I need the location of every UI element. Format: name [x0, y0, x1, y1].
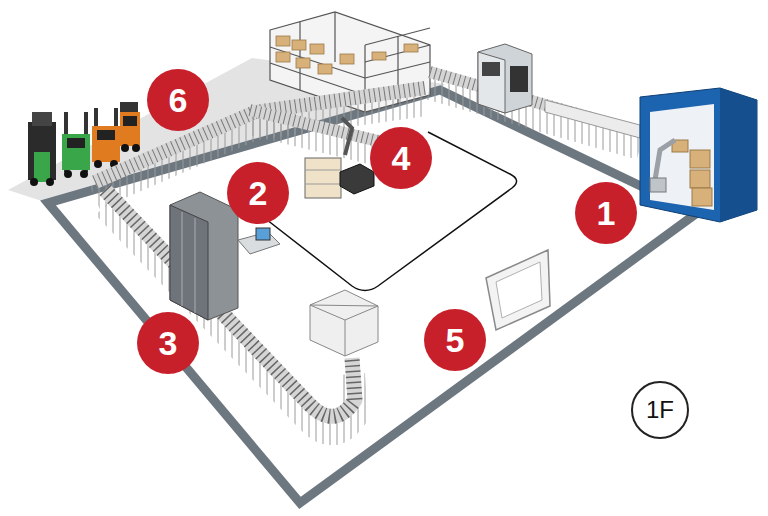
machine — [478, 44, 532, 113]
callout-number: 5 — [424, 309, 486, 371]
rack-boxes — [276, 36, 418, 74]
callout-text: 6 — [169, 83, 188, 117]
callout-number: 2 — [227, 162, 289, 224]
shipping-container — [640, 88, 757, 222]
callout-number: 1 — [575, 182, 637, 244]
robot-cell — [305, 118, 374, 198]
floor-badge: 1F — [631, 381, 689, 439]
callout-number: 4 — [370, 127, 432, 189]
display-screen — [486, 250, 550, 330]
callout-number: 6 — [147, 69, 209, 131]
callout-text: 5 — [446, 323, 465, 357]
floor-outline — [48, 90, 697, 503]
callout-text: 1 — [597, 196, 616, 230]
callout-text: 3 — [159, 326, 178, 360]
callout-text: 4 — [392, 141, 411, 175]
callout-text: 2 — [249, 176, 268, 210]
callout-number: 3 — [137, 312, 199, 374]
floor-label: 1F — [646, 398, 674, 422]
packing-station — [310, 290, 378, 356]
